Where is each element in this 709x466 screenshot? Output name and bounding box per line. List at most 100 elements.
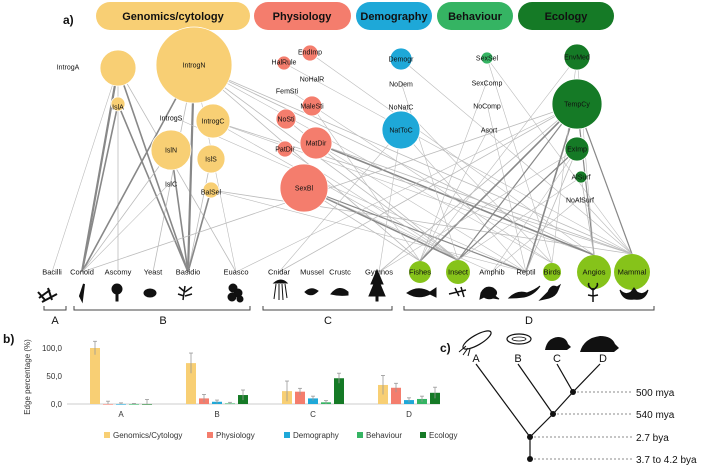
network-edge: [457, 103, 578, 261]
chart-bar: [116, 404, 126, 405]
network-edge: [81, 103, 119, 273]
trait-label-alsurf: AlSurf: [571, 175, 590, 182]
trait-node-nosti: [275, 108, 297, 130]
amphib-icon: [479, 286, 500, 300]
trait-node-alsurf: [574, 170, 588, 184]
trait-label-demogr: Demogr: [389, 57, 415, 64]
chart-y-tick-label: 100,0: [42, 344, 63, 353]
network-edge: [81, 149, 172, 273]
taxon-label-bacilli: Bacilli: [42, 268, 62, 277]
network-edge: [400, 129, 527, 273]
network-edge: [315, 142, 527, 273]
trait-node-eximp: [564, 136, 590, 162]
network-edge: [117, 103, 189, 273]
group-label-d: D: [525, 315, 533, 327]
trait-label-eximp: ExImp: [567, 147, 587, 154]
trait-label-isls: IslS: [205, 157, 217, 164]
panel-c-letter: c): [440, 341, 451, 355]
trait-label-halrule: HalRule: [272, 60, 297, 67]
taxon-node-fishes: [409, 261, 431, 283]
trait-node-patdir: [276, 140, 294, 158]
bracket-b: [73, 306, 251, 311]
taxon-label-birds: Birds: [543, 268, 560, 277]
trait-node-isls: [196, 144, 226, 174]
mouse-icon-small: [545, 337, 571, 350]
tree-branch-bcd: [529, 413, 554, 438]
chart-y-axis-label: Edge percentage (%): [23, 339, 32, 415]
trait-node-nattoc: [381, 110, 421, 150]
chart-x-tick-label: A: [118, 410, 124, 419]
tree-nodes: [527, 389, 576, 462]
crustc-icon: [330, 288, 349, 296]
network-edge: [193, 64, 595, 256]
tree-tip-icons: [458, 330, 619, 357]
network-edge: [193, 64, 459, 261]
chart-legend-swatch: [284, 432, 290, 438]
group-brackets: [43, 306, 655, 311]
gymnos-icon: [368, 268, 386, 302]
trait-node-balsel: [202, 181, 220, 199]
chart-bar: [129, 404, 139, 405]
network-edge: [278, 129, 402, 273]
yeast-icon: [143, 288, 157, 298]
chart-x-tick-label: C: [310, 410, 316, 419]
trait-label-introgn: IntrogN: [183, 63, 206, 70]
chart-bar: [103, 404, 113, 405]
chart-x-tick-label: D: [406, 410, 412, 419]
category-pill-genomics: [96, 2, 250, 30]
chart-bar: [295, 391, 305, 404]
trait-node-isla: [110, 96, 126, 112]
trait-label-sexcomp: SexComp: [472, 81, 503, 88]
chart-bar: [334, 378, 344, 404]
tree-branch-b: [517, 363, 554, 415]
trait-node-tempcy: [551, 78, 603, 130]
network-edge: [491, 197, 581, 273]
network-edge: [378, 129, 402, 273]
chart-y-tick-label: 50,0: [46, 372, 62, 381]
network-edge: [235, 103, 578, 273]
tree-branch-a: [475, 363, 531, 438]
taxon-label-insect: Insect: [448, 268, 469, 277]
taxon-label-conoid: Conoid: [70, 268, 94, 277]
taxon-label-ascomy: Ascomy: [105, 268, 132, 277]
trait-node-sexbl: [279, 163, 329, 213]
trait-node-demogr: [389, 47, 413, 71]
bracket-d: [403, 306, 655, 311]
category-pill-ecology: [518, 2, 614, 30]
trait-node-halrule: [276, 55, 292, 71]
network-edge: [278, 103, 578, 273]
group-label-b: B: [159, 315, 166, 327]
tree-tip-a: A: [472, 353, 480, 365]
network-edge: [286, 88, 553, 264]
trait-node-endimp: [301, 44, 319, 62]
conoid-icon: [78, 283, 85, 304]
network-edge: [170, 115, 527, 273]
network-edges: [51, 52, 633, 273]
taxon-label-amphib: Amphib: [479, 268, 504, 277]
bracket-c: [262, 306, 393, 311]
reptil-icon: [507, 285, 541, 299]
cnidar-icon: [272, 279, 289, 301]
network-edge: [303, 187, 527, 273]
tree-node-500: [570, 389, 576, 395]
network-edge: [210, 189, 527, 273]
network-edge: [486, 57, 633, 255]
trait-label-patdir: PatDir: [275, 147, 295, 154]
category-label-behaviour: Behaviour: [448, 11, 503, 23]
tree-tip-c: C: [553, 353, 561, 365]
trait-node-isln: [150, 129, 192, 171]
fishes-icon: [406, 287, 437, 298]
trait-label-introgc: IntrogC: [202, 119, 225, 126]
network-edge: [212, 120, 595, 256]
chart-bar: [308, 398, 318, 404]
trait-label-tempcy: TempCy: [564, 102, 590, 109]
taxon-label-reptil: Reptil: [516, 268, 536, 277]
tree-tip-b: B: [514, 353, 521, 365]
chart-legend-label: Genomics/Cytology: [113, 431, 182, 440]
chart-legend-label: Ecology: [429, 431, 457, 440]
network-edge: [187, 158, 212, 273]
network-edge: [419, 56, 578, 262]
network-edge: [400, 104, 553, 264]
